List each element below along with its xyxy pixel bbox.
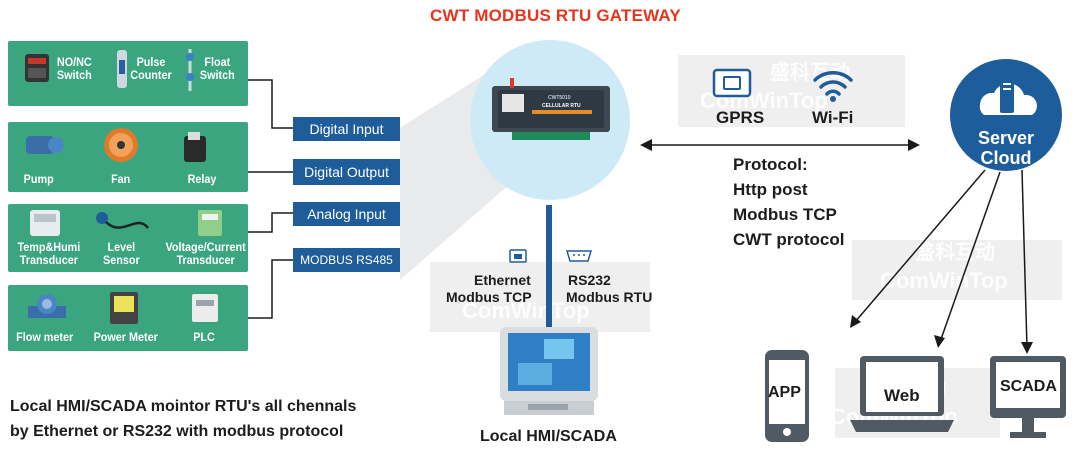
panel1-label-float: Float Switch	[199, 55, 235, 82]
protocol-heading: Protocol:	[733, 155, 808, 174]
panel4-label-flow: Flow meter	[16, 330, 74, 344]
rtu-device-icon	[492, 78, 610, 140]
voltage-current-transducer-icon	[198, 210, 222, 236]
device-type-text: CELLULAR RTU	[542, 103, 581, 109]
ethernet-label: Ethernet	[474, 272, 531, 288]
ethernet-protocol-label: Modbus TCP	[446, 289, 532, 305]
local-hmi-label: Local HMI/SCADA	[480, 428, 617, 445]
panel2-label-pump: Pump	[23, 172, 54, 186]
relay-icon	[184, 132, 206, 162]
local-hmi-monitor-icon	[500, 327, 598, 415]
watermark-box-mid	[430, 262, 650, 332]
rs232-port-icon	[566, 250, 592, 262]
panel4-label-power: Power Meter	[93, 330, 158, 344]
cloud-label-line2: Cloud	[980, 148, 1032, 168]
protocol-item-http: Http post	[733, 180, 808, 199]
panel2-label-fan: Fan	[111, 172, 131, 186]
local-monitor-note-line1: Local HMI/SCADA mointor RTU's all chenna…	[10, 398, 357, 415]
power-meter-icon	[110, 292, 138, 324]
wifi-icon	[813, 71, 853, 102]
rs232-protocol-label: Modbus RTU	[566, 289, 653, 305]
panel2-label-relay: Relay	[187, 172, 217, 186]
fan-icon	[104, 128, 138, 162]
phone-icon	[765, 350, 809, 442]
panel3-label-temp: Temp&Humi Transducer	[17, 240, 81, 267]
protocol-item-modbus-tcp: Modbus TCP	[733, 205, 837, 224]
relay-switch-icon	[25, 54, 49, 82]
digital-output-box: Digital Output	[293, 159, 400, 185]
digital-input-box: Digital Input	[293, 117, 400, 141]
protocol-item-cwt: CWT protocol	[733, 230, 845, 249]
pump-icon	[26, 136, 64, 154]
local-monitor-note-line2: by Ethernet or RS232 with modbus protoco…	[10, 423, 344, 440]
device-model-text: CWT5010	[548, 95, 571, 101]
watermark-text-right-cn: 盛科互动	[915, 242, 995, 264]
panel4-label-plc: PLC	[193, 330, 215, 344]
web-label: Web	[884, 386, 920, 405]
pulse-counter-icon	[117, 50, 127, 88]
float-switch-icon	[186, 49, 194, 91]
watermark-text-mid-en: ComWinTop	[462, 298, 590, 323]
modbus-rs485-box: MODBUS RS485	[293, 248, 400, 272]
cloud-label-line1: Server	[977, 128, 1035, 148]
panel1-label-switch: NO/NC Switch	[56, 55, 92, 82]
watermark-text-network-cn: 盛科互动	[770, 62, 850, 84]
watermark-box-right	[852, 240, 1062, 300]
temp-humi-transducer-icon	[30, 210, 60, 236]
panel3-label-level: Level Sensor	[103, 240, 140, 267]
app-label: APP	[768, 384, 801, 401]
watermark-text-right-en: ComWinTop	[880, 268, 1008, 293]
monitor-icon	[990, 356, 1066, 438]
wifi-label: Wi-Fi	[812, 108, 854, 127]
plc-icon	[192, 294, 218, 322]
laptop-icon	[850, 356, 954, 432]
panel1-label-counter: Pulse Counter	[130, 55, 172, 82]
scada-label: SCADA	[1000, 378, 1057, 395]
gprs-label: GPRS	[716, 108, 765, 127]
rs232-label: RS232	[568, 272, 611, 288]
flow-meter-icon	[28, 294, 66, 318]
level-sensor-icon	[96, 212, 150, 229]
ethernet-port-icon	[509, 249, 527, 263]
server-cloud-icon	[950, 59, 1062, 171]
analog-input-box: Analog Input	[293, 202, 400, 226]
diagram-title: CWT MODBUS RTU GATEWAY	[430, 6, 681, 25]
panel3-label-voltage: Voltage/Current Transducer	[165, 240, 246, 267]
sim-card-icon	[712, 68, 752, 98]
